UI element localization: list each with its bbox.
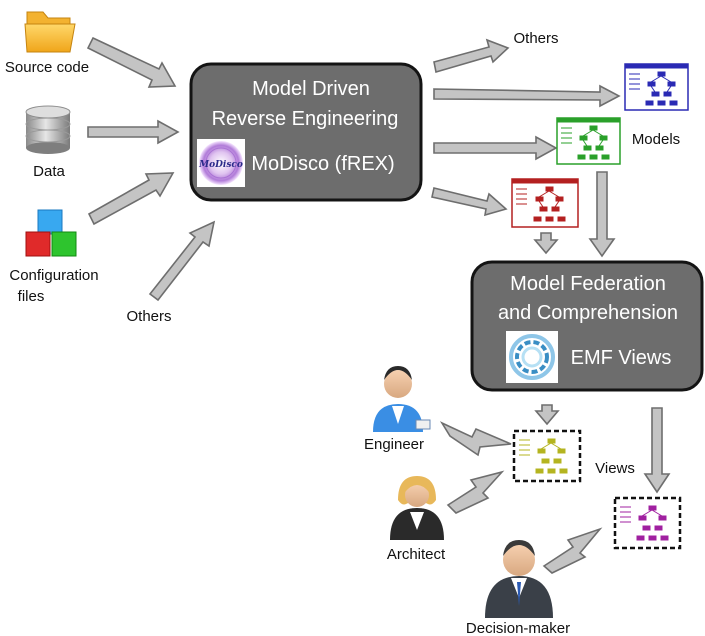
arrow-modisco-to-others bbox=[433, 38, 510, 74]
arrow-source-to-modisco bbox=[86, 36, 177, 88]
emf-views-logo-icon bbox=[506, 331, 558, 383]
folder-icon bbox=[24, 11, 76, 53]
yellow-view-icon bbox=[512, 429, 582, 483]
arrow-config-to-modisco bbox=[87, 172, 175, 226]
data-label: Data bbox=[33, 163, 65, 180]
federation-title-line1: Model Federation bbox=[510, 273, 666, 295]
lightning-decision-maker-icon bbox=[542, 527, 603, 574]
arrow-federation-to-yellow-view bbox=[534, 404, 560, 426]
database-icon bbox=[25, 105, 71, 154]
configuration-label-line2: files bbox=[18, 288, 45, 305]
configuration-label-line1: Configuration bbox=[9, 267, 98, 284]
arrow-others-to-modisco bbox=[148, 220, 216, 302]
cubes-icon bbox=[25, 209, 77, 257]
arrow-data-to-modisco bbox=[87, 119, 180, 145]
federation-tool-label: EMF Views bbox=[571, 347, 672, 369]
modisco-title-line1: Model Driven bbox=[252, 78, 370, 100]
lightning-architect-icon bbox=[446, 470, 505, 514]
arrow-models-to-federation bbox=[588, 171, 616, 258]
engineer-icon bbox=[373, 366, 431, 432]
views-label: Views bbox=[595, 460, 635, 477]
architect-icon bbox=[390, 476, 444, 540]
models-label: Models bbox=[632, 131, 680, 148]
modisco-title-line2: Reverse Engineering bbox=[212, 108, 399, 130]
source-code-label: Source code bbox=[5, 59, 89, 76]
lightning-engineer-icon bbox=[439, 421, 512, 457]
modisco-logo-icon: MoDisco bbox=[197, 139, 245, 187]
arrow-modisco-to-red-model bbox=[431, 187, 508, 217]
arrow-federation-to-purple-view bbox=[643, 407, 671, 494]
arrow-modisco-to-green-model bbox=[433, 135, 558, 161]
arrow-modisco-to-blue-model bbox=[433, 84, 621, 108]
engineer-label: Engineer bbox=[364, 436, 424, 453]
output-others-label: Others bbox=[513, 30, 558, 47]
federation-title-line2: and Comprehension bbox=[498, 302, 678, 324]
decision-maker-icon bbox=[485, 540, 553, 618]
decision-maker-label: Decision-maker bbox=[466, 620, 570, 636]
blue-model-icon bbox=[624, 63, 689, 111]
red-model-icon bbox=[511, 178, 579, 228]
green-model-icon bbox=[556, 117, 621, 165]
modisco-tool-label: MoDisco (fREX) bbox=[251, 153, 394, 175]
purple-view-icon bbox=[613, 496, 682, 550]
modisco-logo-text: MoDisco bbox=[198, 160, 243, 170]
architect-label: Architect bbox=[387, 546, 446, 563]
input-others-label: Others bbox=[126, 308, 171, 325]
modisco-box bbox=[189, 62, 423, 202]
arrow-red-model-to-federation bbox=[533, 232, 559, 255]
